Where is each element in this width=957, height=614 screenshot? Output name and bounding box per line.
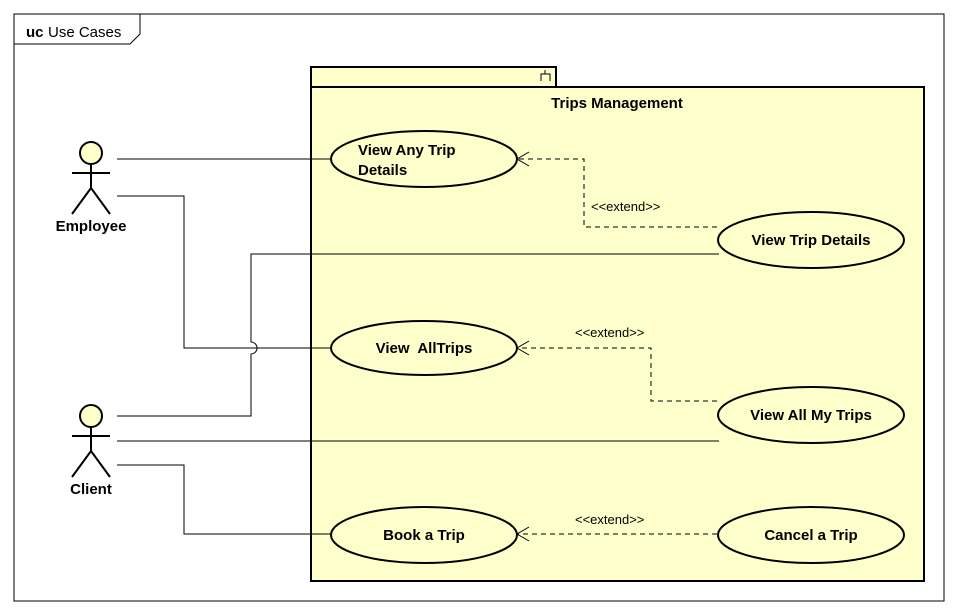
use-case-ellipse	[330, 130, 518, 188]
use-case-label: View Any Trip	[358, 142, 456, 159]
stick-figure-icon	[71, 141, 111, 215]
extend-label: <<extend>>	[575, 512, 644, 527]
extend-label: <<extend>>	[575, 325, 644, 340]
frame-keyword: uc	[26, 24, 44, 41]
actor-employee[interactable]: Employee	[56, 141, 127, 235]
associations	[117, 158, 719, 535]
use-case-view-all-trips[interactable]: View AllTrips	[330, 320, 518, 376]
system-tab	[310, 66, 557, 88]
frame-title: Use Cases	[48, 24, 121, 41]
use-case-label: Details	[358, 162, 407, 179]
actor-client[interactable]: Client	[70, 404, 112, 498]
use-case-view-all-my-trips[interactable]: View All My Trips	[717, 386, 905, 444]
stick-figure-icon	[71, 404, 111, 478]
frame-title-tab	[14, 14, 141, 45]
use-case-label: View Trip Details	[752, 232, 871, 249]
use-case-ellipse	[717, 211, 905, 269]
actor-name: Employee	[56, 218, 127, 235]
use-case-ellipse	[717, 386, 905, 444]
extend-line-view-all-my-trips[interactable]	[517, 347, 717, 402]
use-case-ellipse	[717, 506, 905, 564]
use-case-label: Cancel a Trip	[764, 527, 857, 544]
use-case-cancel-a-trip[interactable]: Cancel a Trip	[717, 506, 905, 564]
use-case-label: View AllTrips	[376, 340, 473, 357]
use-case-label: Book a Trip	[383, 527, 465, 544]
use-case-ellipse	[330, 320, 518, 376]
extend-line-view-trip-details[interactable]	[517, 158, 717, 228]
use-case-view-trip-details[interactable]: View Trip Details	[717, 211, 905, 269]
component-icon	[540, 70, 551, 81]
use-case-label: View All My Trips	[750, 407, 872, 424]
use-case-book-a-trip[interactable]: Book a Trip	[330, 506, 518, 564]
system-title: Trips Management	[551, 95, 683, 112]
assoc-client-view-trip-details[interactable]	[117, 253, 719, 417]
actor-name: Client	[70, 481, 112, 498]
use-case-ellipse	[330, 506, 518, 564]
extend-label: <<extend>>	[591, 199, 660, 214]
use-case-view-any-trip-details[interactable]: View Any Trip Details	[330, 130, 518, 188]
assoc-client-book-a-trip[interactable]	[117, 464, 331, 535]
